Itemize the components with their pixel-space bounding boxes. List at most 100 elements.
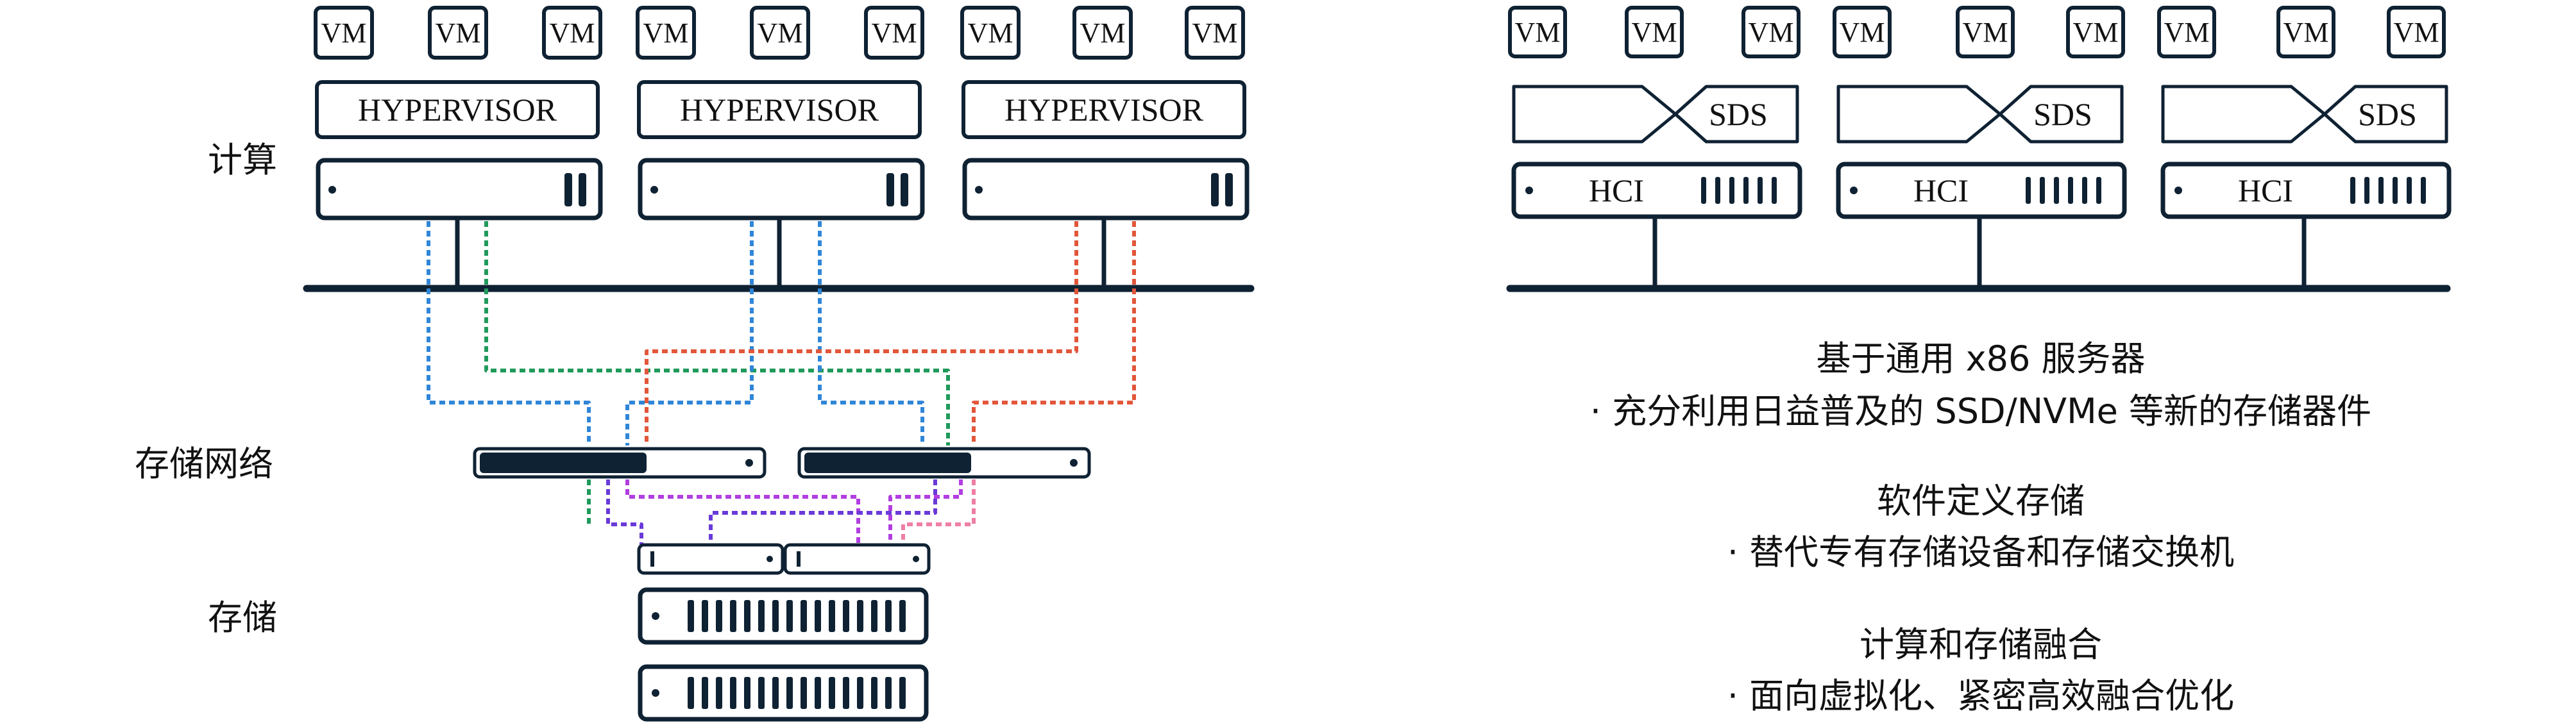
drive-slot: [2350, 177, 2355, 204]
drive-slot: [2407, 177, 2412, 204]
vm-box: VM: [864, 6, 924, 60]
hypervisor-box: HYPERVISOR: [315, 80, 600, 139]
hci-server: HCI: [1836, 162, 2127, 219]
vm-box: VM: [1072, 6, 1133, 60]
storage-switch: [473, 447, 767, 479]
drive-slot: [772, 677, 779, 709]
drive-slot: [899, 600, 906, 632]
vm-box: VM: [2157, 6, 2216, 58]
drive-slot: [843, 677, 849, 709]
hci-architecture: VM VM VM VM VM VM VM VM VM SDS SDS: [1506, 6, 2452, 716]
feature-line: · 替代专有存储设备和存储交换机: [1727, 532, 2234, 572]
drive-slot: [730, 600, 736, 632]
drive-slot: [899, 677, 906, 709]
svg-text:SDS: SDS: [2033, 96, 2092, 132]
drive-slot: [829, 600, 835, 632]
svg-text:VM: VM: [2284, 17, 2329, 48]
server-box: [638, 158, 925, 221]
vm-box: VM: [314, 6, 374, 60]
vm-box: VM: [428, 6, 488, 60]
drive-slot: [1729, 177, 1734, 204]
compute-label: 计算: [208, 140, 277, 180]
svg-text:VM: VM: [1840, 17, 1885, 48]
server-box: [962, 158, 1250, 221]
vm-box: VM: [2066, 6, 2125, 58]
storage-switch-row: [473, 447, 1091, 479]
vm-box: VM: [750, 6, 810, 60]
drive-slot: [815, 600, 821, 632]
svg-text:HCI: HCI: [1913, 172, 1969, 208]
storage-switch: [797, 447, 1091, 479]
drive-slot: [2068, 177, 2073, 204]
drive-slot: [744, 677, 750, 709]
drive-slot: [885, 677, 892, 709]
svg-text:HCI: HCI: [1589, 172, 1644, 208]
drive-slot: [786, 600, 793, 632]
disk-array: [638, 587, 929, 645]
vm-box: VM: [1956, 6, 2015, 58]
drive-slot: [2026, 177, 2031, 204]
drive-slot: [857, 677, 863, 709]
drive-slot: [843, 600, 849, 632]
hci-server: HCI: [1511, 162, 1802, 219]
hypervisor-row: HYPERVISOR HYPERVISOR HYPERVISOR: [315, 80, 1246, 139]
svg-text:SDS: SDS: [1709, 96, 1768, 132]
drive-slot: [786, 677, 793, 709]
vm-row-left: VM VM VM VM VM VM VM VM VM: [314, 6, 1245, 60]
sds-row: SDS SDS SDS: [1512, 85, 2448, 144]
drive-slot: [758, 677, 765, 709]
drive-slot: [716, 677, 722, 709]
feature-list: 基于通用 x86 服务器 · 充分利用日益普及的 SSD/NVMe 等新的存储器…: [1590, 338, 2371, 716]
drive-slot: [2364, 177, 2369, 204]
hypervisor-box: HYPERVISOR: [637, 80, 922, 139]
vm-box: VM: [1741, 6, 1801, 58]
storage-network-links: [427, 221, 1136, 548]
drive-slot: [772, 600, 779, 632]
svg-text:VM: VM: [2164, 17, 2210, 48]
sds-box: SDS: [1512, 85, 1799, 144]
svg-text:HYPERVISOR: HYPERVISOR: [358, 92, 557, 128]
storage-label: 存储: [208, 597, 277, 638]
feature-title: 计算和存储融合: [1860, 624, 2102, 665]
feature-line: · 充分利用日益普及的 SSD/NVMe 等新的存储器件: [1590, 391, 2371, 431]
svg-text:VM: VM: [872, 17, 917, 49]
svg-text:VM: VM: [968, 17, 1013, 49]
drive-slot: [758, 600, 765, 632]
svg-text:VM: VM: [758, 17, 803, 49]
drive-slot: [801, 677, 807, 709]
svg-text:VM: VM: [436, 17, 481, 49]
drive-slot: [2096, 177, 2101, 204]
drive-slot: [744, 600, 750, 632]
drive-slot: [2040, 177, 2045, 204]
drive-slot: [2054, 177, 2059, 204]
storage-controller-row: [637, 543, 931, 575]
drive-slot: [688, 677, 694, 709]
svg-text:VM: VM: [321, 17, 367, 49]
vm-box: VM: [2276, 6, 2335, 58]
drive-slot: [688, 600, 694, 632]
drive-slot: [871, 600, 877, 632]
disk-array: [638, 664, 929, 722]
storage-controller: [783, 543, 931, 575]
storage-controller: [637, 543, 784, 575]
drive-slot: [1701, 177, 1706, 204]
drive-slot: [1715, 177, 1720, 204]
drive-slot: [2082, 177, 2087, 204]
svg-text:VM: VM: [1963, 17, 2008, 48]
feature-title: 软件定义存储: [1877, 481, 2085, 521]
vm-box: VM: [1185, 6, 1245, 60]
svg-text:VM: VM: [643, 17, 689, 49]
drive-slot: [857, 600, 863, 632]
svg-text:VM: VM: [1515, 17, 1561, 48]
drive-slot: [702, 677, 708, 709]
traditional-architecture: 计算 存储网络 存储 VM VM VM VM VM VM VM VM VM HY…: [135, 6, 1255, 722]
server-box: [316, 158, 603, 221]
drive-slot: [2393, 177, 2398, 204]
drive-slot: [885, 600, 892, 632]
vm-row-right: VM VM VM VM VM VM VM VM VM: [1508, 6, 2446, 58]
vm-box: VM: [960, 6, 1021, 60]
svg-text:VM: VM: [2073, 17, 2119, 48]
drive-slot: [829, 677, 835, 709]
sds-box: SDS: [1836, 85, 2124, 144]
